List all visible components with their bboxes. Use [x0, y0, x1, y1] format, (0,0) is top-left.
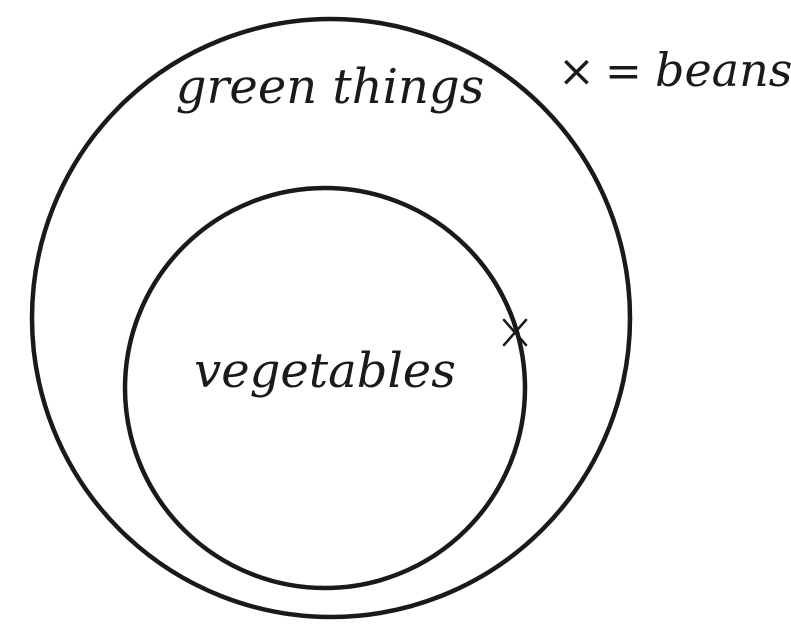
legend-beans-label: beans [655, 43, 791, 97]
legend-cross-symbol: × [558, 46, 595, 97]
outer-set-label: green things [176, 59, 484, 115]
legend-equals-sign: = [605, 46, 642, 97]
element-marker-beans [502, 318, 528, 347]
inner-set-circle [122, 185, 528, 591]
legend: × = beans [558, 43, 791, 97]
inner-set-label: vegetables [194, 343, 456, 399]
outer-set-circle [29, 16, 633, 620]
